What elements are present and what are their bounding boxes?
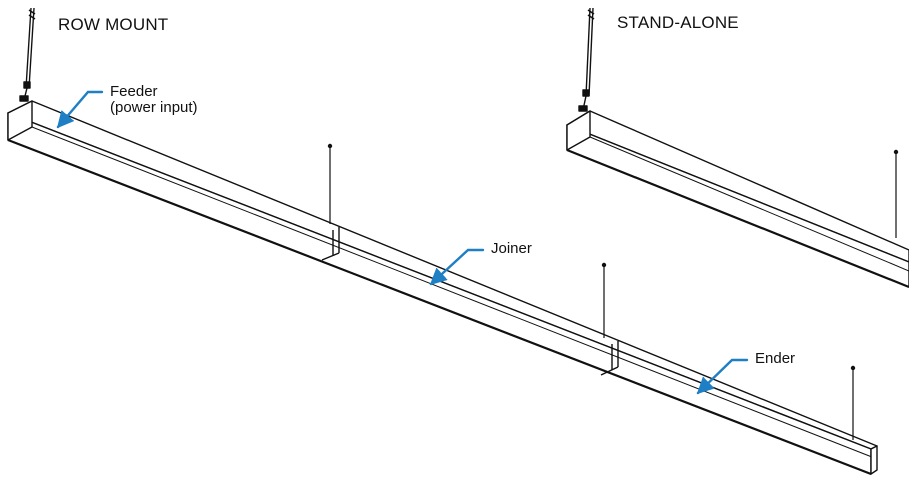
row-lens-line	[7, 138, 872, 476]
stand-alone-assembly	[566, 7, 909, 289]
stand-alone-heading: STAND-ALONE	[617, 13, 739, 32]
stand-alone-right-cable	[893, 149, 899, 238]
row-mount-heading: ROW MOUNT	[58, 15, 169, 34]
stand-alone-top-face	[566, 110, 909, 263]
ender-callout-label: Ender	[755, 350, 796, 367]
feeder-sublabel: (power input)	[110, 98, 198, 116]
feeder-joiner-joint	[321, 227, 340, 261]
row-mount-assembly	[7, 7, 878, 476]
stand-alone-inner-edge	[589, 136, 909, 272]
callout-arrows	[56, 90, 749, 395]
row-inner-edge	[31, 126, 878, 460]
feeder-callout-label: Feeder (power input)	[110, 84, 198, 116]
ender-callout-arrow	[696, 358, 749, 395]
joiner-callout-arrow	[429, 248, 485, 286]
feeder-callout-arrow	[56, 90, 104, 129]
row-suspension-cables	[327, 143, 856, 440]
stand-alone-suspension-cable	[578, 7, 595, 112]
joiner-callout-label: Joiner	[491, 240, 532, 257]
row-front-face	[7, 112, 872, 475]
feeder-suspension-cable	[19, 7, 36, 102]
joiner-ender-joint	[600, 341, 619, 376]
stand-alone-lens-line	[566, 148, 909, 289]
ender-end-cap	[870, 445, 878, 475]
feeder-label: Feeder	[110, 83, 158, 100]
